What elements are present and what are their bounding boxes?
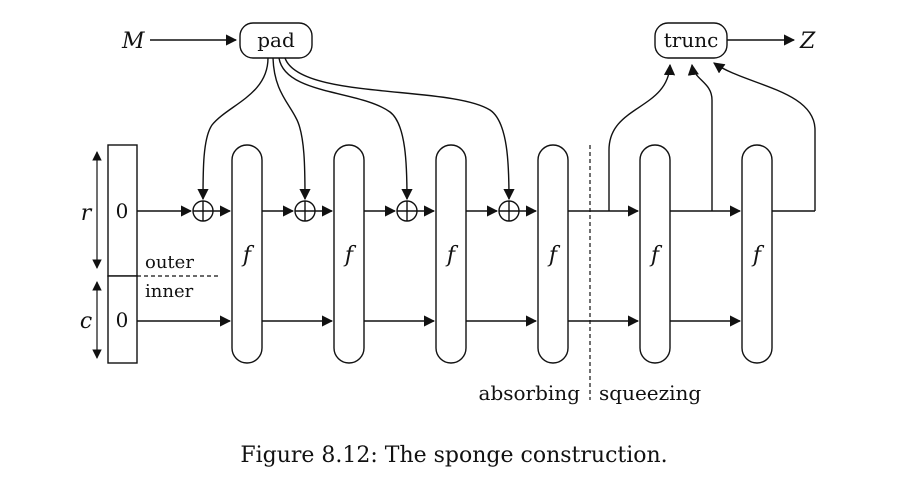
absorbing-pad-arrows [197,57,515,201]
xor-symbol-1 [192,200,214,222]
f-block-2 [333,144,365,364]
squeezing-label: squeezing [599,381,701,405]
state-rate-init: 0 [116,199,129,223]
f-block-1 [231,144,263,364]
capacity-symbol: c [80,309,92,334]
xor-group [192,200,520,222]
state-rate-box [107,144,138,277]
pad-label: pad [257,28,295,52]
xor-symbol-4 [498,200,520,222]
state-capacity-init: 0 [116,308,129,332]
f-block-3 [435,144,467,364]
state-capacity-box [107,275,138,364]
trunc-label: trunc [664,28,719,52]
inner-label: inner [145,281,194,302]
pad-box [239,22,313,59]
f-block-5 [639,144,671,364]
rate-symbol: r [81,201,93,226]
xor-symbol-3 [396,200,418,222]
xor-symbol-2 [294,200,316,222]
squeezing-trunc-arrows [608,62,816,211]
input-symbol: M [121,29,145,54]
f-block-6 [741,144,773,364]
f-block-group: f f f f f f [231,144,773,364]
figure-caption: Figure 8.12: The sponge construction. [240,443,667,468]
output-symbol: Z [799,29,816,54]
outer-label: outer [145,252,194,273]
absorbing-label: absorbing [479,381,581,405]
f-block-4 [537,144,569,364]
